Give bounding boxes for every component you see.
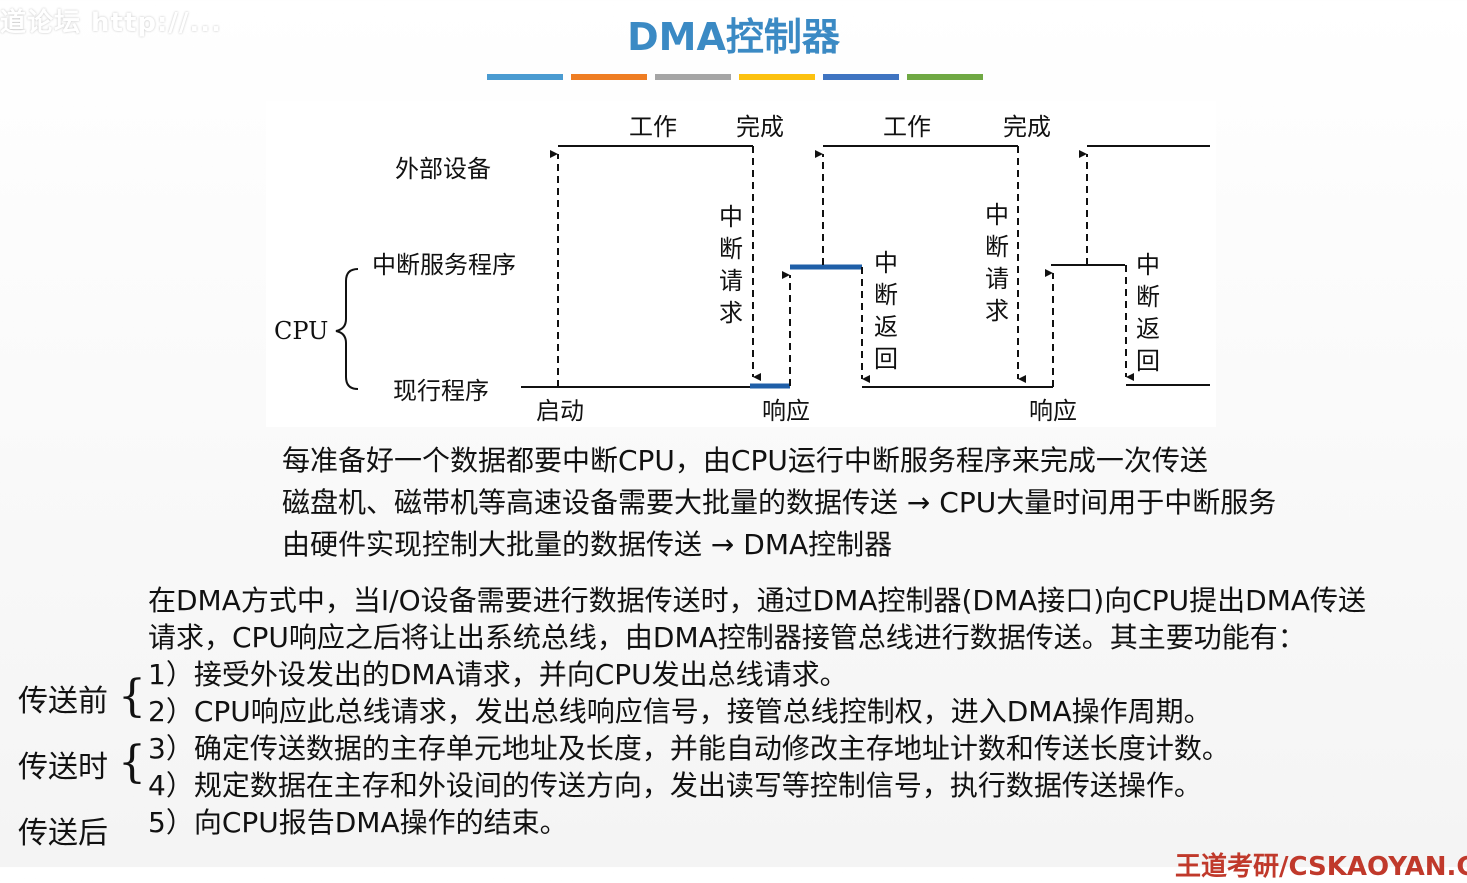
label-before-transfer: 传送前 [18,684,108,719]
timing-diagram-svg: 外部设备 中断服务程序 CPU 现行程序 工作 完成 工作 完成 启动 响应 响… [274,113,1210,425]
slide-title: DMA控制器 [627,15,840,59]
interrupt-timing-diagram: 外部设备 中断服务程序 CPU 现行程序 工作 完成 工作 完成 启动 响应 响… [266,101,1216,427]
brace-before: { [118,671,146,722]
function-item-3: 3）确定传送数据的主存单元地址及长度，并能自动修改主存地址计数和传送长度计数。 [148,732,1230,765]
label-current-program: 现行程序 [393,377,489,405]
watermark-text: 道论坛 http://... [0,8,223,38]
timing-solid-lines [521,145,1210,388]
label-response-2: 响应 [1029,397,1077,425]
label-done-1: 完成 [736,113,784,141]
color-bar-blue [487,74,563,80]
function-item-2: 2）CPU响应此总线请求，发出总线响应信号，接管总线控制权，进入DMA操作周期。 [148,695,1212,728]
color-bar-darkblue [823,74,899,80]
timing-dashed-arrows [550,146,1134,387]
blue-highlights [750,264,862,389]
function-item-5: 5）向CPU报告DMA操作的结束。 [148,806,568,839]
label-interrupt-return-1: 中 断 返 回 [874,249,906,373]
label-cpu: CPU [274,317,328,345]
function-item-4: 4）规定数据在主存和外设间的传送方向，发出读写等控制信号，执行数据传送操作。 [148,769,1202,802]
color-bar-yellow [739,74,815,80]
function-item-1: 1）接受外设发出的DMA请求，并向CPU发出总线请求。 [148,658,848,691]
summary-line-1: 每准备好一个数据都要中断CPU，由CPU运行中断服务程序来完成一次传送 [282,444,1208,477]
label-done-2: 完成 [1003,113,1051,141]
summary-line-3: 由硬件实现控制大批量的数据传送 → DMA控制器 [282,528,893,561]
body-line-1: 在DMA方式中，当I/O设备需要进行数据传送时，通过DMA控制器(DMA接口)向… [148,584,1367,617]
label-work-2: 工作 [883,113,931,141]
footer-logo-text: 王道考研/CSKAOYAN.C [1175,852,1467,882]
label-external-device: 外部设备 [395,155,491,183]
label-interrupt-return-2: 中 断 返 回 [1136,251,1168,375]
color-bar-orange [571,74,647,80]
color-bar-green [907,74,983,80]
cpu-brace [335,268,359,390]
dma-description: 在DMA方式中，当I/O设备需要进行数据传送时，通过DMA控制器(DMA接口)向… [148,582,1366,841]
label-start: 启动 [536,397,584,425]
label-work-1: 工作 [629,113,677,141]
brace-during: { [118,737,146,788]
color-bar-gray [655,74,731,80]
summary-block: 每准备好一个数据都要中断CPU，由CPU运行中断服务程序来完成一次传送 磁盘机、… [282,440,1276,566]
label-during-transfer: 传送时 [18,750,108,785]
label-interrupt-request-1: 中 断 请 求 [719,203,751,327]
label-response-1: 响应 [762,397,810,425]
body-line-2: 请求，CPU响应之后将让出系统总线，由DMA控制器接管总线进行数据传送。其主要功… [148,621,1306,654]
label-isr: 中断服务程序 [372,251,516,279]
summary-line-2: 磁盘机、磁带机等高速设备需要大批量的数据传送 → CPU大量时间用于中断服务 [282,486,1277,519]
label-after-transfer: 传送后 [18,816,108,851]
label-interrupt-request-2: 中 断 请 求 [985,201,1017,325]
